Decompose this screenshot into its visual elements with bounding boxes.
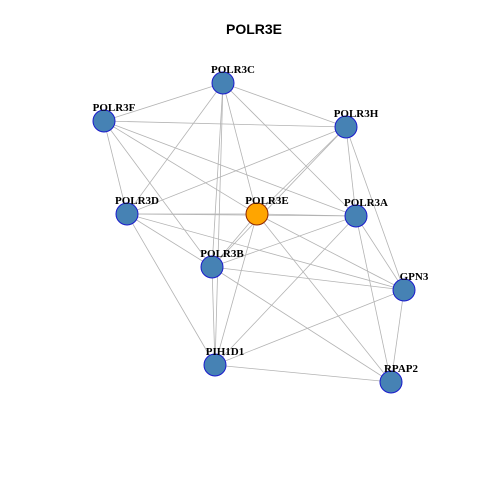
- edge-polr3a-pih1d1: [214, 215, 357, 366]
- edge-polr3e-gpn3: [256, 213, 405, 291]
- node-label-polr3e: POLR3E: [245, 195, 288, 207]
- edge-polr3e-rpap2: [256, 213, 392, 383]
- node-label-rpap2: RPAP2: [384, 363, 419, 375]
- edge-polr3f-polr3a: [103, 120, 357, 217]
- edge-polr3b-gpn3: [211, 266, 405, 291]
- node-circle-polr3f: [92, 109, 116, 133]
- edge-polr3c-pih1d1: [214, 82, 224, 366]
- node-circle-polr3d: [115, 202, 139, 226]
- edge-polr3e-pih1d1: [214, 213, 258, 366]
- node-polr3e: POLR3E: [245, 195, 289, 226]
- edge-polr3a-gpn3: [355, 215, 405, 291]
- edge-gpn3-rpap2: [390, 289, 405, 383]
- edge-polr3d-polr3b: [126, 213, 213, 268]
- node-circle-polr3b: [200, 255, 224, 279]
- edge-polr3c-polr3f: [103, 82, 224, 122]
- edge-gpn3-pih1d1: [214, 289, 405, 366]
- node-polr3d: POLR3D: [115, 195, 159, 226]
- node-polr3c: POLR3C: [211, 64, 255, 95]
- edge-polr3f-polr3h: [103, 120, 347, 128]
- edge-polr3h-gpn3: [345, 126, 405, 291]
- node-polr3a: POLR3A: [344, 197, 388, 228]
- node-label-polr3a: POLR3A: [344, 197, 388, 209]
- node-circle-polr3c: [211, 71, 235, 95]
- node-label-polr3d: POLR3D: [115, 195, 159, 207]
- edge-polr3e-polr3a: [256, 213, 357, 217]
- node-circle-pih1d1: [203, 353, 227, 377]
- edge-polr3f-polr3e: [103, 120, 258, 215]
- edge-polr3a-polr3b: [211, 215, 357, 268]
- edge-polr3f-polr3d: [103, 120, 128, 215]
- node-circle-gpn3: [392, 278, 416, 302]
- edge-polr3a-rpap2: [355, 215, 392, 383]
- edge-polr3f-polr3b: [103, 120, 213, 268]
- edge-pih1d1-rpap2: [214, 364, 392, 383]
- node-rpap2: RPAP2: [379, 363, 419, 394]
- node-label-polr3b: POLR3B: [200, 248, 244, 260]
- node-polr3b: POLR3B: [200, 248, 244, 279]
- edge-polr3c-polr3b: [211, 82, 224, 268]
- node-circle-polr3h: [334, 115, 358, 139]
- edge-polr3d-pih1d1: [126, 213, 216, 366]
- figure-title: POLR3E: [225, 21, 282, 37]
- node-label-pih1d1: PIH1D1: [206, 346, 245, 358]
- node-polr3h: POLR3H: [334, 108, 379, 139]
- node-label-polr3f: POLR3F: [93, 102, 136, 114]
- edge-polr3d-polr3a: [126, 213, 357, 217]
- edge-layer: [103, 82, 405, 383]
- node-pih1d1: PIH1D1: [203, 346, 245, 377]
- edge-polr3c-polr3d: [126, 82, 224, 215]
- edge-polr3c-polr3h: [222, 82, 347, 128]
- edge-polr3d-gpn3: [126, 213, 405, 291]
- node-circle-polr3e: [245, 202, 269, 226]
- node-gpn3: GPN3: [392, 271, 429, 302]
- edge-polr3h-polr3d: [126, 126, 347, 215]
- node-circle-rpap2: [379, 370, 403, 394]
- edge-polr3b-rpap2: [211, 266, 392, 383]
- node-label-polr3c: POLR3C: [211, 64, 255, 76]
- edge-polr3h-polr3e: [256, 126, 347, 215]
- edge-polr3b-pih1d1: [211, 266, 216, 366]
- node-label-polr3h: POLR3H: [334, 108, 379, 120]
- node-circle-polr3a: [344, 204, 368, 228]
- edge-polr3e-polr3b: [211, 213, 258, 268]
- node-layer: POLR3C POLR3F POLR3H POLR3D POLR3E POLR3A POLR…: [92, 64, 429, 394]
- node-label-gpn3: GPN3: [400, 271, 429, 283]
- node-polr3f: POLR3F: [92, 102, 136, 133]
- edge-polr3c-polr3e: [222, 82, 258, 215]
- edge-polr3h-polr3a: [345, 126, 357, 217]
